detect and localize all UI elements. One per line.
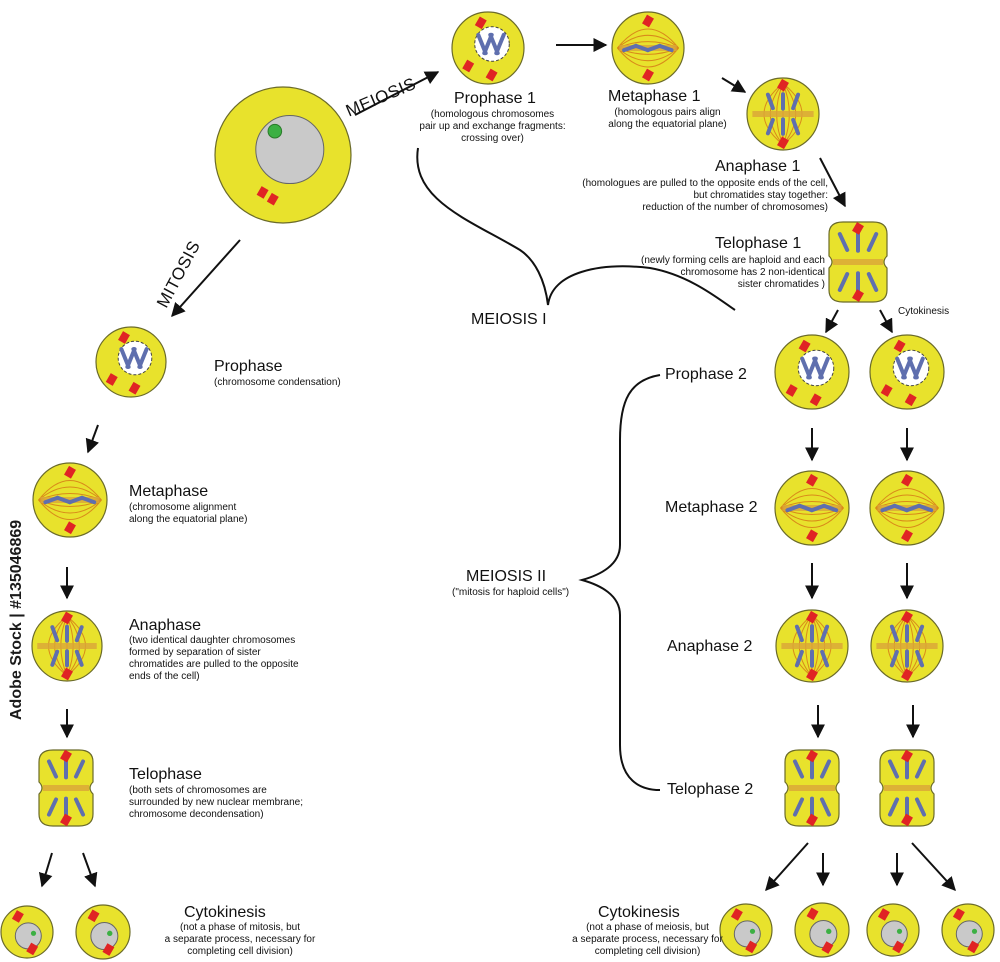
arrow-meiosis2-tel-4 — [911, 842, 956, 892]
mitosis-metaphase-cell — [32, 462, 108, 538]
arrow-mitosis-5 — [82, 852, 98, 888]
meiosis-cytokinesis-title: Cytokinesis — [598, 904, 680, 921]
arrow-meiosis-5 — [879, 309, 893, 334]
meiosis-anaphase1-cell — [746, 77, 820, 151]
arrow-mitosis-1 — [85, 424, 99, 454]
meiosis-prophase2-cell-a — [774, 334, 850, 410]
meiosis-two-desc: ("mitosis for haploid cells") — [452, 587, 570, 598]
mitosis-anaphase-title: Anaphase — [129, 617, 202, 634]
meiosis-metaphase1-title: Metaphase 1 — [608, 88, 701, 105]
mitosis-telophase-title: Telophase — [129, 766, 202, 783]
mitosis-prophase-desc: (chromosome condensation) — [214, 377, 341, 388]
meiosis-daughter-cell-3 — [866, 903, 920, 957]
meiosis-one-label: MEIOSIS I — [471, 311, 547, 328]
mitosis-cytokinesis-desc: (not a phase of mitosis, but a separate … — [164, 922, 316, 957]
meiosis-metaphase2-cell-b — [869, 470, 945, 546]
meiosis-anaphase2-label: Anaphase 2 — [667, 638, 753, 655]
meiosis-one-brace — [416, 147, 736, 311]
mitosis-cytokinesis-title: Cytokinesis — [184, 904, 266, 921]
mitosis-anaphase-desc: (two identical daughter chromosomes form… — [129, 635, 299, 682]
meiosis-metaphase1-desc: (homologous pairs align along the equato… — [608, 107, 727, 130]
arrow-meiosis-2 — [721, 77, 747, 93]
arrow-meiosis-4 — [825, 309, 839, 334]
arrow-to-meiosis — [354, 71, 440, 116]
meiosis-telophase2-label: Telophase 2 — [667, 781, 754, 798]
meiosis-metaphase2-cell-a — [774, 470, 850, 546]
arrow-meiosis2-tel-1 — [765, 842, 809, 892]
mitosis-prophase-title: Prophase — [214, 358, 283, 375]
meiosis-daughter-cell-2 — [794, 902, 850, 958]
mitosis-daughter-cell-1 — [0, 905, 54, 959]
meiosis-telophase1-cell — [828, 221, 888, 303]
meiosis-anaphase1-desc: (homologues are pulled to the opposite e… — [582, 178, 828, 213]
mitosis-telophase-cell — [38, 749, 94, 827]
meiosis-telophase1-desc: (newly forming cells are haploid and eac… — [641, 255, 825, 290]
meiosis-anaphase1-title: Anaphase 1 — [715, 158, 801, 175]
arrow-mitosis-4 — [38, 852, 53, 888]
arrow-to-mitosis — [171, 239, 241, 318]
meiosis-prophase1-desc: (homologous chromosomes pair up and exch… — [419, 109, 566, 144]
meiosis-anaphase2-cell-a — [775, 609, 849, 683]
meiosis-two-brace — [578, 374, 661, 791]
mitosis-telophase-desc: (both sets of chromosomes are surrounded… — [129, 785, 303, 820]
meiosis-daughter-cell-1 — [719, 903, 773, 957]
telophase1-cytokinesis-label: Cytokinesis — [898, 306, 950, 317]
meiosis-telophase2-cell-a — [784, 749, 840, 827]
meiosis-telophase2-cell-b — [879, 749, 935, 827]
mitosis-anaphase-cell — [31, 610, 103, 682]
meiosis-anaphase2-cell-b — [870, 609, 944, 683]
stock-watermark: Adobe Stock | #135046869 — [8, 519, 25, 720]
arrow-meiosis-3 — [819, 157, 846, 208]
meiosis-daughter-cell-4 — [941, 903, 995, 957]
meiosis-two-label: MEIOSIS II — [466, 568, 547, 585]
meiosis-prophase2-cell-b — [869, 334, 945, 410]
meiosis-prophase2-label: Prophase 2 — [665, 366, 747, 383]
meiosis-prophase1-title: Prophase 1 — [454, 90, 536, 107]
mitosis-metaphase-title: Metaphase — [129, 483, 209, 500]
mitosis-metaphase-desc: (chromosome alignment along the equatori… — [129, 502, 248, 525]
meiosis-cytokinesis-desc: (not a phase of meiosis, but a separate … — [572, 922, 723, 957]
meiosis-prophase1-cell — [451, 11, 525, 85]
mitosis-daughter-cell-2 — [75, 904, 131, 960]
meiosis-metaphase1-cell — [611, 11, 685, 85]
mitosis-prophase-cell — [95, 326, 167, 398]
meiosis-telophase1-title: Telophase 1 — [715, 235, 802, 252]
meiosis-metaphase2-label: Metaphase 2 — [665, 499, 758, 516]
parent-cell — [214, 86, 352, 224]
